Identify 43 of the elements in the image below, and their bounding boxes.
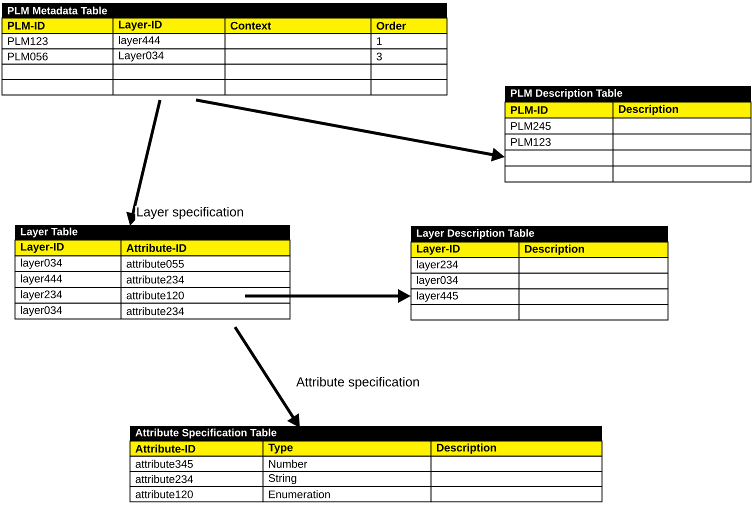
header-cell: Layer-ID <box>112 18 226 34</box>
table-cell: layer444 <box>14 271 122 288</box>
table-cell: layer234 <box>410 257 520 274</box>
table-cell: attribute234 <box>120 302 290 320</box>
edge-label: Layer specification <box>135 206 245 220</box>
table-cell: layer034 <box>14 302 122 320</box>
table-title: PLM Description Table <box>505 86 751 102</box>
table-title: Layer Description Table <box>411 226 668 242</box>
header-cell: Context <box>224 18 372 34</box>
table-cell: layer444 <box>112 32 226 50</box>
table-cell: Layer034 <box>112 48 226 65</box>
header-cell: Order <box>370 18 448 34</box>
edge-label: Attribute specification <box>295 376 421 390</box>
table-cell: layer234 <box>14 286 122 304</box>
table-cell: layer034 <box>410 272 520 290</box>
header-cell: PLM-ID <box>2 18 114 34</box>
header-cell: Attribute-ID <box>120 240 290 256</box>
header-cell: Description <box>430 440 602 457</box>
header-cell: Type <box>262 440 432 457</box>
table-cell: PLM056 <box>2 48 114 65</box>
table-cell: attribute234 <box>120 271 290 288</box>
header-cell: PLM-ID <box>504 102 614 118</box>
header-cell: Layer-ID <box>14 240 122 256</box>
table-cell: layer034 <box>14 255 122 272</box>
table-cell: layer445 <box>410 288 520 305</box>
table-cell: attribute120 <box>130 486 264 502</box>
table-cell: attribute120 <box>120 286 290 304</box>
table-cell: PLM245 <box>504 118 614 134</box>
table-cell: attribute234 <box>130 470 264 488</box>
table-cell: String <box>262 470 432 488</box>
header-cell: Description <box>518 242 668 258</box>
table-cell: PLM123 <box>2 32 114 50</box>
table-cell: attribute055 <box>120 255 290 272</box>
table-cell: PLM123 <box>504 134 614 150</box>
header-cell: Description <box>612 102 752 118</box>
table-cell: 3 <box>370 48 448 65</box>
table-cell: Enumeration <box>262 486 432 502</box>
table-cell: attribute345 <box>130 456 264 472</box>
table-title: PLM Metadata Table <box>2 3 447 18</box>
table-cell: Number <box>262 456 432 472</box>
header-cell: Layer-ID <box>410 242 520 258</box>
table-cell: 1 <box>370 32 448 50</box>
header-cell: Attribute-ID <box>130 440 264 457</box>
